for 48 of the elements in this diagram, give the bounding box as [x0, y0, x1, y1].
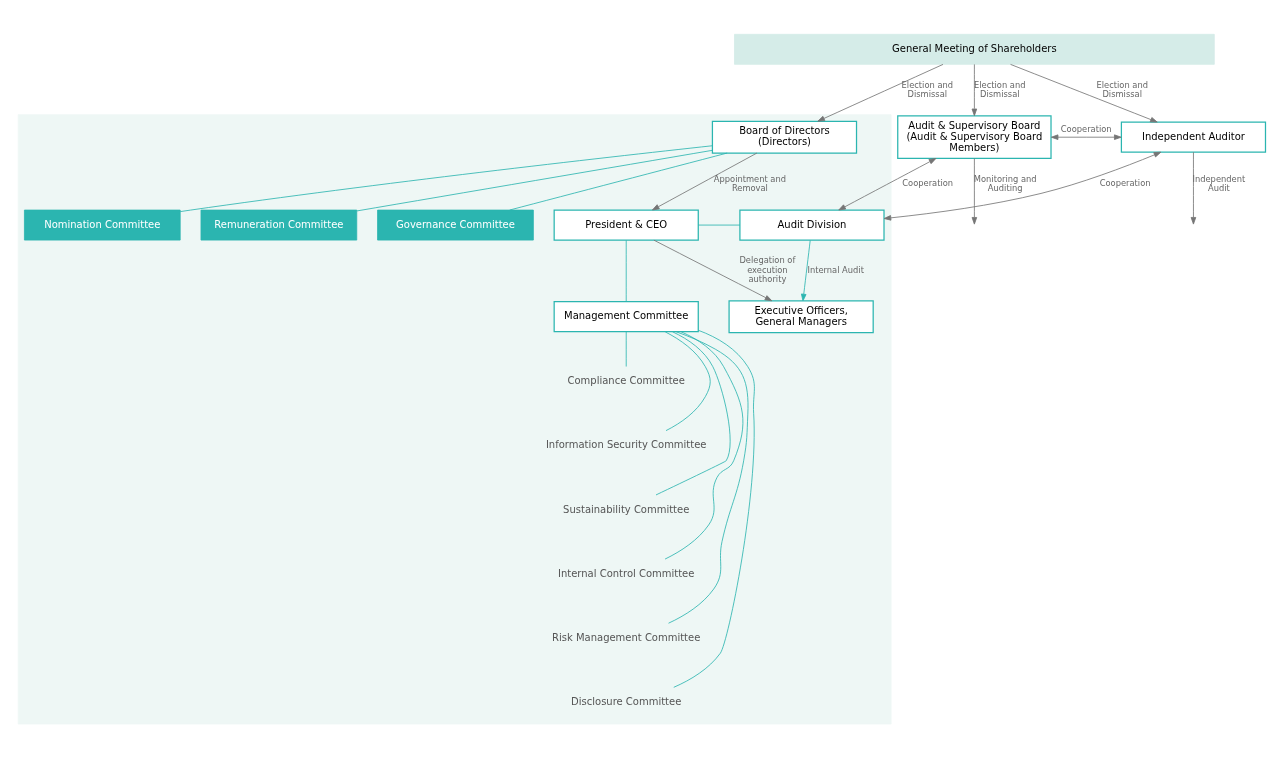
node-box: Nomination Committee	[24, 209, 181, 241]
node-box: Independent Auditor	[1120, 121, 1267, 153]
arrow	[1050, 134, 1122, 140]
arrow	[971, 63, 978, 117]
node-box: President & CEO	[553, 209, 699, 241]
node-box: Management Committee	[553, 301, 699, 333]
node-box: Executive Officers, General Managers	[728, 300, 874, 334]
connector	[668, 331, 749, 624]
connector	[655, 331, 731, 496]
connector	[625, 331, 627, 367]
node-box: Board of Directors (Directors)	[711, 120, 858, 154]
edge-label: Internal Audit	[807, 264, 864, 275]
node-box: Audit Division	[739, 209, 885, 241]
arrow	[1010, 63, 1158, 123]
connector	[664, 331, 744, 560]
arrow	[1190, 151, 1197, 225]
edge-label: Appointment and Removal	[713, 173, 786, 193]
connector	[625, 239, 627, 302]
node-text: Compliance Committee	[567, 375, 685, 387]
node-box: Remuneration Committee	[200, 209, 358, 241]
connector	[698, 224, 741, 226]
connector	[179, 145, 713, 212]
node-text: Internal Control Committee	[558, 567, 695, 579]
arrow	[653, 239, 773, 302]
arrow	[883, 151, 1162, 221]
connector	[673, 329, 755, 688]
node-text: Risk Management Committee	[552, 631, 701, 643]
node-text: Information Security Committee	[545, 439, 707, 451]
arrow	[971, 158, 978, 225]
connector	[664, 331, 711, 432]
node-box: Governance Committee	[377, 209, 534, 241]
edge-label: Cooperation	[902, 178, 954, 189]
edge-label: Delegation of execution authority	[739, 255, 796, 284]
node-box: Audit & Supervisory Board (Audit & Supervisory Board Members)	[897, 115, 1052, 160]
node-text: Disclosure Committee	[571, 695, 682, 707]
node-box: General Meeting of Shareholders	[734, 33, 1215, 65]
edge-label: Election and Dismissal	[974, 79, 1026, 99]
connector	[356, 149, 713, 212]
edge-label: Election and Dismissal	[901, 79, 954, 99]
arrow	[801, 239, 811, 302]
connector	[509, 152, 728, 211]
arrow	[652, 152, 758, 211]
edge-label: Cooperation	[1060, 124, 1112, 135]
edge-label: Cooperation	[1099, 178, 1151, 189]
node-text: Sustainability Committee	[563, 503, 690, 515]
arrow	[817, 63, 944, 122]
edge-label: Election and Dismissal	[1096, 79, 1148, 99]
arrow	[838, 158, 937, 211]
